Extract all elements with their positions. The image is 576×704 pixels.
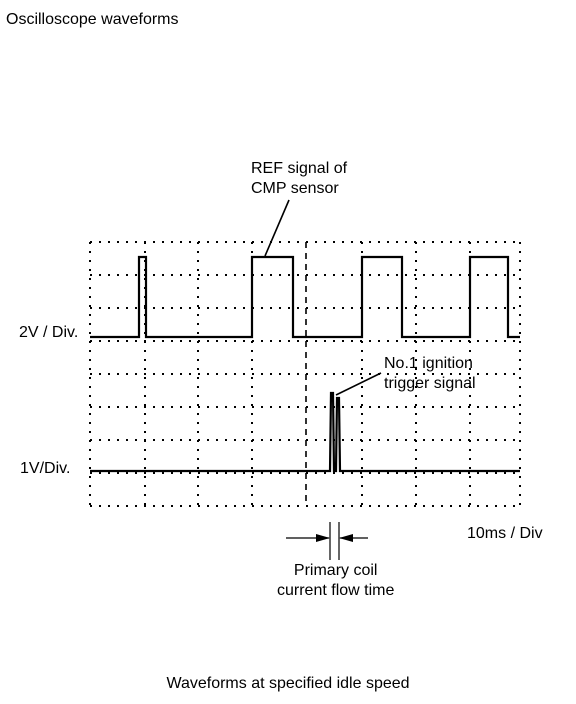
oscilloscope-grid — [89, 241, 521, 507]
time-scale-label: 10ms / Div — [467, 525, 543, 542]
channel1-scale-label: 2V / Div. — [19, 324, 79, 341]
ignition-trigger-label-line-1: No.1 ignition — [384, 355, 473, 372]
ref-signal-label-line-1: REF signal of — [251, 160, 348, 177]
primary-coil-label: Primary coil current flow time — [277, 561, 394, 601]
primary-coil-label-line-1: Primary coil — [293, 562, 378, 579]
ref-signal-trace — [90, 255, 520, 339]
primary-coil-label-line-2: current flow time — [277, 582, 395, 599]
ignition-trigger-label-line-2: trigger signal — [384, 375, 476, 392]
ref-signal-label-line-2: CMP sensor — [251, 180, 339, 197]
ignition-trigger-trace — [90, 391, 520, 473]
channel2-scale-label: 1V/Div. — [20, 460, 71, 477]
ref-signal-label: REF signal of CMP sensor — [251, 159, 347, 199]
figure-title: Oscilloscope waveforms — [6, 11, 179, 28]
ignition-trigger-leader-line — [335, 372, 382, 396]
figure-caption: Waveforms at specified idle speed — [166, 675, 410, 692]
primary-coil-time-marker — [286, 522, 368, 560]
ref-signal-leader-line — [264, 199, 290, 257]
ignition-trigger-label: No.1 ignition trigger signal — [384, 354, 476, 394]
